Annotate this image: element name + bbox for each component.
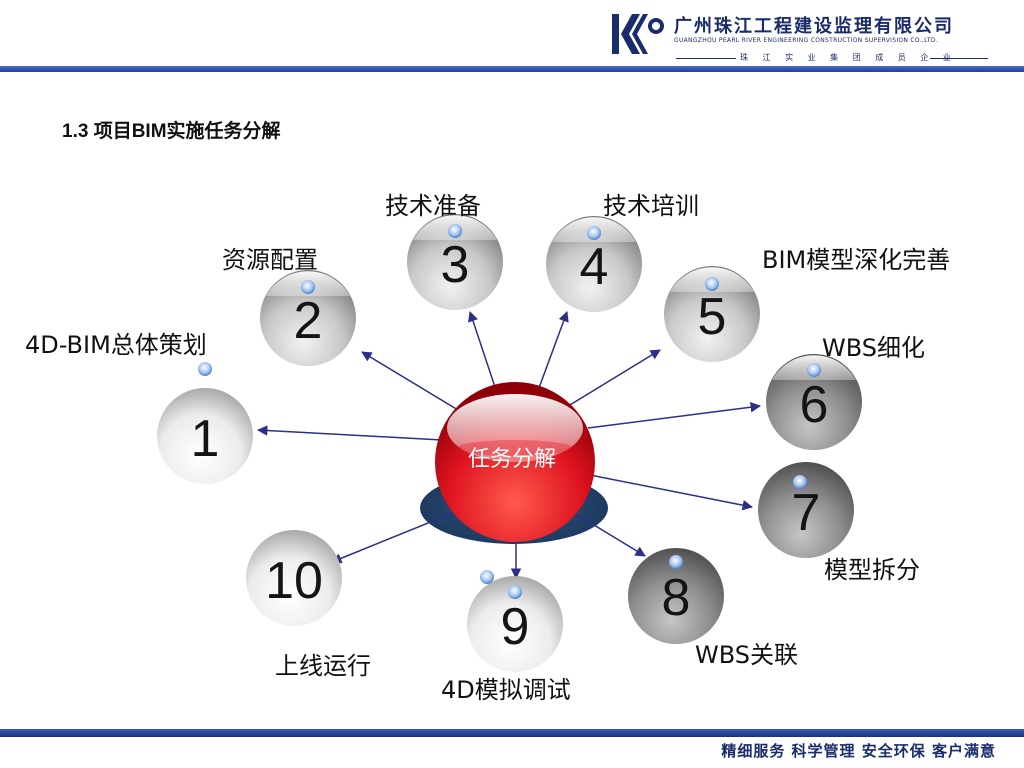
node-2-sphere: 2 [260,270,356,366]
node-6-bead [807,363,821,377]
node-10-number: 10 [265,552,323,610]
arrows [256,311,762,580]
node-1-label: 4D-BIM总体策划 [25,331,207,359]
node-5-bead [705,277,719,291]
footer-band [0,729,1024,737]
node-8-number: 8 [662,569,691,627]
header-band [0,66,1024,72]
node-4-bead [587,226,601,240]
node-4-number: 4 [580,238,609,296]
footer-slogan: 精细服务 科学管理 安全环保 客户满意 [721,742,996,760]
node-6-label: WBS细化 [822,334,926,362]
motto-divider-right [930,58,988,59]
node-7-bead [793,475,807,489]
node-4-sphere: 4 [546,216,642,312]
node-4-label: 技术培训 [603,192,699,220]
node-6-number: 6 [800,376,829,434]
arrow-to-node-1 [256,425,443,441]
arrow-to-node-7 [589,474,754,511]
arrow-to-node-3 [468,311,499,397]
company-name: 广州珠江工程建设监理有限公司 [674,16,954,37]
company-logo-mark [612,14,664,54]
node-5-sphere: 5 [664,266,760,362]
arrow-to-node-2 [361,351,459,411]
center-sphere [435,382,595,542]
node-8-sphere: 8 [628,548,724,644]
node-1-sphere: 1 [157,362,253,484]
arrow-to-node-4 [535,311,569,397]
node-1-bead [198,362,212,376]
company-name-en: GUANGZHOU PEARL RIVER ENGINEERING CONSTR… [674,37,939,44]
node-7-sphere: 7 [758,462,854,558]
node-3-bead [448,224,462,238]
node-8-label: WBS关联 [695,641,799,669]
motto-divider-left [676,58,736,59]
node-7-label: 模型拆分 [824,556,920,584]
slide-title: 1.3 项目BIM实施任务分解 [62,121,281,142]
node-3-label: 技术准备 [385,192,481,220]
node-9-sphere: 9 [467,570,563,672]
node-9-label: 4D模拟调试 [441,676,571,704]
arrow-to-node-6 [587,401,762,429]
node-2-number: 2 [294,292,323,350]
node-2-bead [301,280,315,294]
node-9-bead [480,570,494,584]
arrow-to-node-5 [564,349,661,409]
center-label: 任务分解 [468,447,557,472]
node-5-label: BIM模型深化完善 [762,246,951,274]
node-3-sphere: 3 [407,214,503,310]
node-9-number: 9 [501,598,530,656]
node-5-number: 5 [698,288,727,346]
node-1-number: 1 [191,410,220,468]
node-3-number: 3 [441,236,470,294]
node-8-bead [669,555,683,569]
node-6-sphere: 6 [766,354,862,450]
arrow-to-node-10 [331,507,466,564]
arrow-to-node-8 [565,507,646,557]
company-motto: 珠 江 实 业 集 团 成 员 企 业 [740,53,957,62]
node-9-bead-2 [508,585,522,599]
node-10-label: 上线运行 [275,652,371,680]
node-7-number: 7 [792,484,821,542]
node-2-label: 资源配置 [222,246,318,274]
node-10-sphere: 10 [246,530,342,626]
